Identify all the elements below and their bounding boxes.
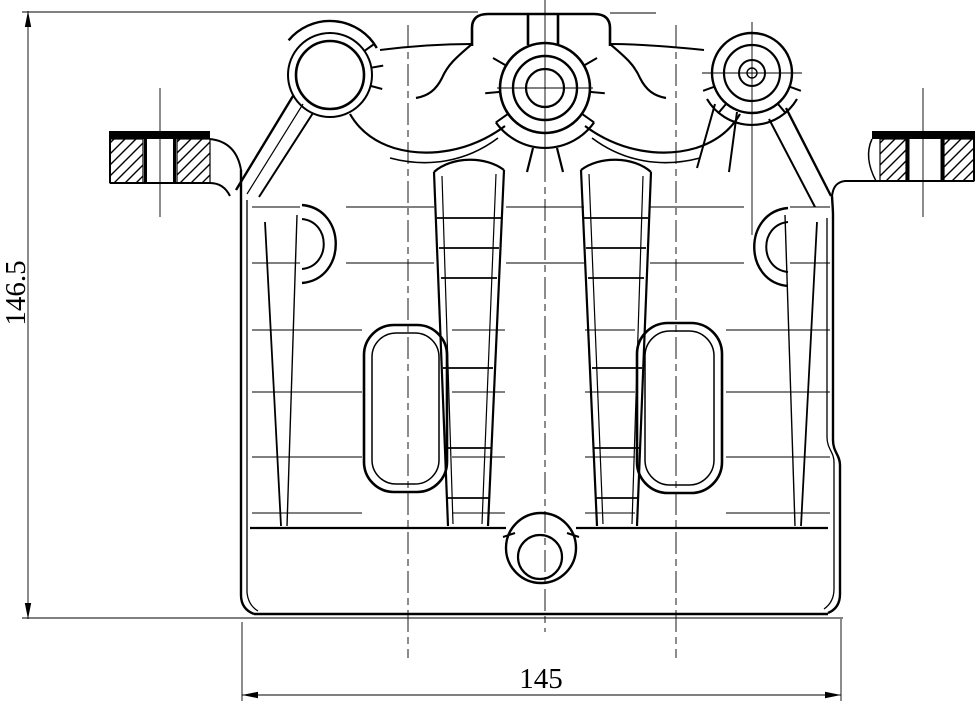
- pad-lines: [252, 206, 830, 514]
- right-pad-window: [635, 321, 724, 495]
- left-lug-hatch-right: [176, 138, 211, 184]
- bleed-screw: [502, 511, 580, 585]
- left-guide-pin-boss: [234, 19, 384, 198]
- left-pad-window: [362, 323, 449, 494]
- arrow-up-icon: [24, 11, 32, 27]
- right-arm: [784, 107, 833, 197]
- pad-area: [252, 158, 830, 527]
- vertical-dimension: [22, 11, 843, 619]
- top-structure: [349, 12, 741, 173]
- vertical-dimension-label: 146.5: [0, 260, 32, 325]
- right-column: [579, 158, 653, 527]
- left-outer-edge: [239, 170, 255, 616]
- arrow-down-icon: [24, 603, 32, 619]
- right-ear: [753, 206, 789, 288]
- left-inner-edge: [246, 200, 259, 612]
- arrow-right-icon: [825, 691, 841, 699]
- left-ear: [301, 203, 337, 285]
- left-arm: [234, 95, 295, 191]
- pad-windows: [362, 321, 724, 495]
- left-mounting-lug: [109, 131, 242, 215]
- right-lug-top-band: [872, 131, 974, 139]
- arrow-left-icon: [242, 691, 258, 699]
- horizontal-dimension: [241, 619, 842, 701]
- fluid-inlet-port: [485, 41, 605, 150]
- right-guide-pin-boss: [696, 31, 833, 208]
- right-bridge-tube: [584, 113, 741, 154]
- left-lug-top-band: [110, 131, 210, 139]
- right-outer-edge: [827, 195, 842, 615]
- left-lug-hatch-left: [109, 138, 144, 184]
- right-inner-edge: [823, 218, 835, 610]
- left-bridge-tube: [349, 113, 506, 154]
- horizontal-dimension-label: 145: [519, 663, 563, 695]
- right-mounting-lug: [831, 131, 975, 197]
- centerlines: [159, 0, 924, 658]
- caliper-body-outline: [239, 170, 842, 616]
- right-lug-hatch-left: [879, 138, 907, 182]
- right-lug-hatch-right: [943, 138, 975, 182]
- top-tab: [470, 12, 612, 46]
